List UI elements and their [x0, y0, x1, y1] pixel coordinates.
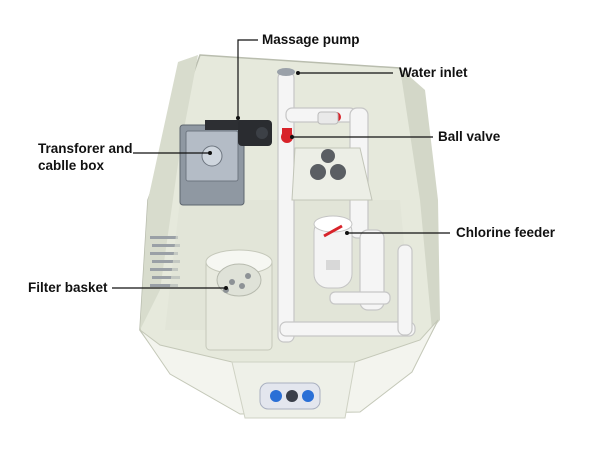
label-transformer-line1: Transforer and	[38, 141, 133, 156]
water-inlet-cap	[277, 68, 295, 76]
label-ball-valve: Ball valve	[438, 129, 501, 144]
label-massage-pump: Massage pump	[262, 32, 360, 47]
label-transformer-line2: cablle box	[38, 158, 105, 173]
leader-dots	[208, 71, 349, 290]
massage-pump	[238, 120, 272, 146]
filter-basket	[205, 249, 273, 351]
leader-lines	[112, 39, 450, 289]
transformer-box	[179, 120, 245, 206]
ball-valves	[281, 111, 341, 143]
chlorine-feeder	[313, 215, 353, 289]
pump-housing	[291, 147, 373, 201]
label-water-inlet: Water inlet	[399, 65, 468, 80]
label-chlorine-feeder: Chlorine feeder	[456, 225, 556, 240]
label-filter-basket: Filter basket	[28, 280, 108, 295]
label-transformer: Transforer and cablle box	[38, 140, 133, 174]
